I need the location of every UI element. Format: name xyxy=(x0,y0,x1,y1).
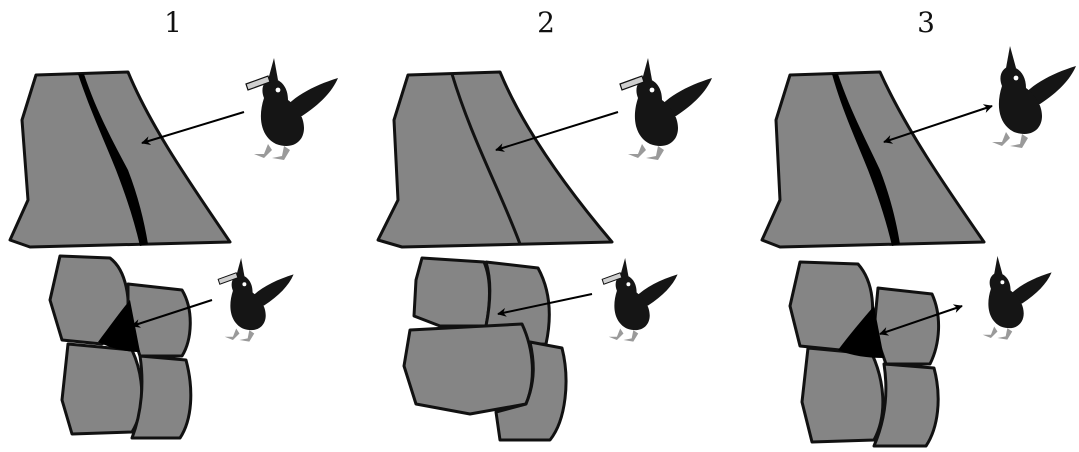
panel-label: 1 xyxy=(164,6,182,39)
panel-1: 1 xyxy=(8,6,339,440)
rock-pile xyxy=(788,260,941,448)
panel-label: 3 xyxy=(917,6,935,39)
split-rock xyxy=(760,70,986,249)
probe-arrow xyxy=(879,304,963,336)
panel-2: 2 xyxy=(376,6,713,442)
bird-icon xyxy=(992,46,1076,148)
bird-with-tool-icon xyxy=(601,257,679,343)
probe-arrow xyxy=(883,104,993,144)
probe-arrow xyxy=(131,299,213,328)
panel-label: 2 xyxy=(537,6,555,39)
crevice xyxy=(832,74,900,246)
probe-arrow xyxy=(141,111,245,145)
rock-pile xyxy=(48,254,193,440)
bird-with-tool-icon xyxy=(619,57,713,161)
probe-arrow xyxy=(497,293,593,317)
probe-arrow xyxy=(495,111,619,152)
bird-with-tool-icon xyxy=(245,57,339,161)
split-rock xyxy=(376,70,614,249)
bird-with-tool-icon xyxy=(217,257,295,343)
bird-icon xyxy=(982,256,1052,340)
rock-pile xyxy=(402,256,568,442)
crevice xyxy=(78,74,148,246)
split-rock xyxy=(8,70,232,249)
crevice xyxy=(98,300,140,352)
panel-3: 3 xyxy=(760,6,1076,448)
crevice xyxy=(838,306,884,358)
